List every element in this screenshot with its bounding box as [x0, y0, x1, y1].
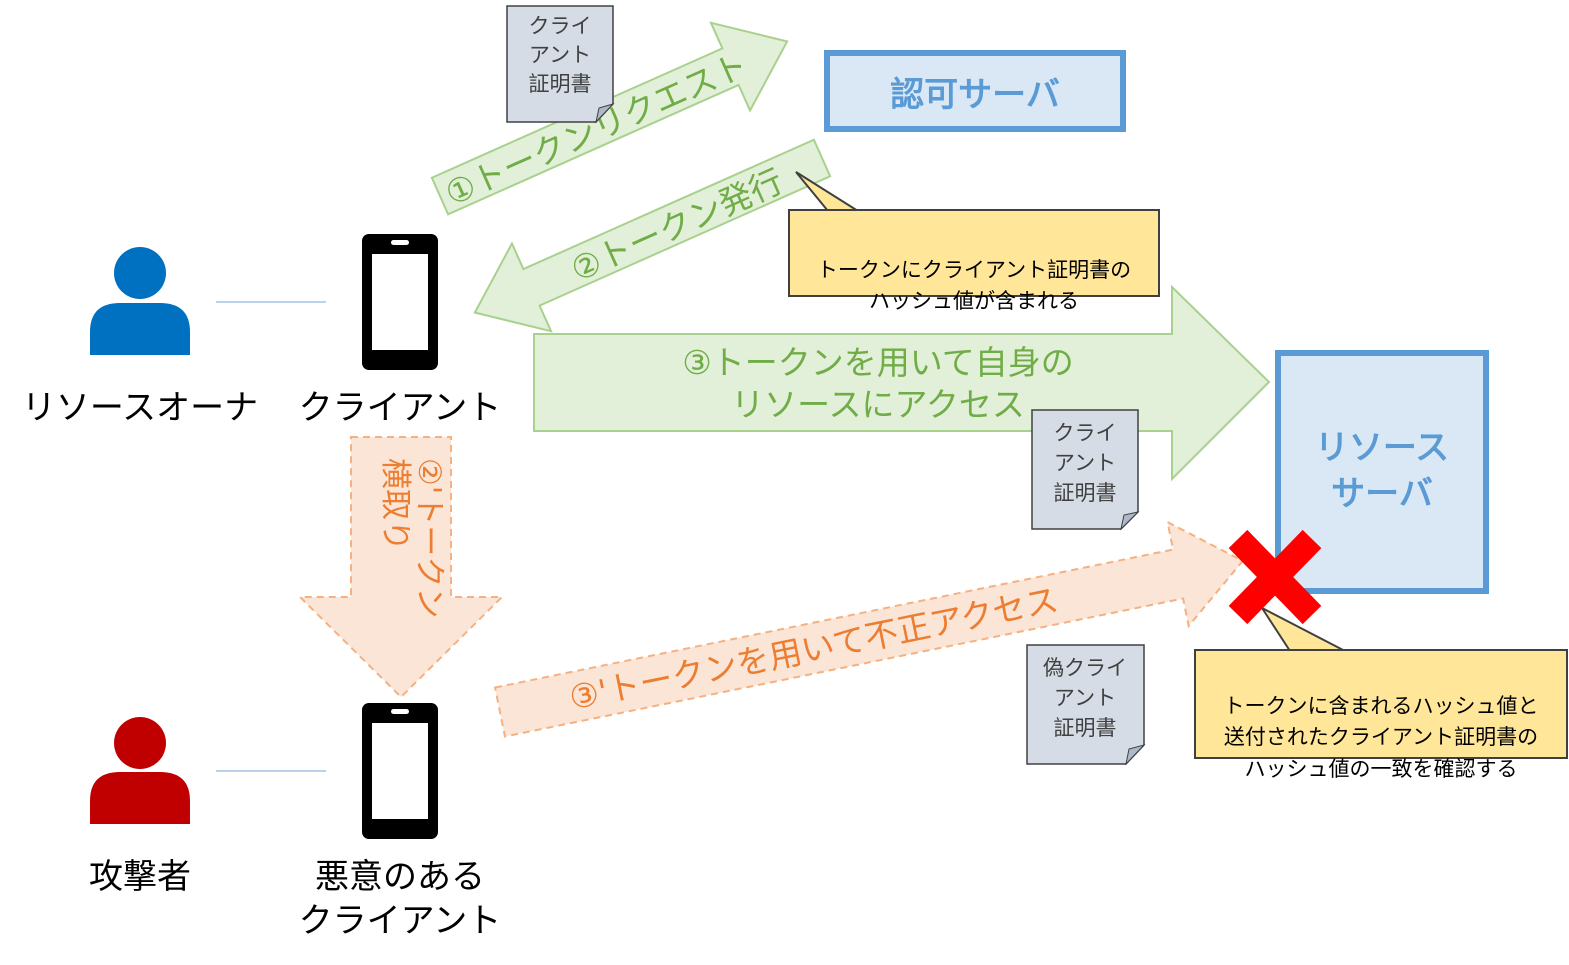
smartphone-icon [362, 703, 438, 839]
token-theft-arrow: ②'トークン 横取り [297, 436, 505, 699]
token-issue-label: ②トークン発行 [565, 161, 789, 289]
client-label: クライアント [298, 388, 502, 428]
doc-line: 証明書 [1054, 481, 1117, 505]
document-icon: クライ アント 証明書 [506, 5, 615, 124]
verify-hash-note: トークンに含まれるハッシュ値と 送付されたクライアント証明書の ハッシュ値の一致… [1194, 649, 1568, 781]
auth-server-label: 認可サーバ [890, 74, 1060, 115]
doc-line: アント [1054, 451, 1116, 475]
auth-server-box: 認可サーバ [824, 50, 1126, 132]
resource-access-label-line1: ③トークンを用いて自身の [682, 343, 1074, 382]
token-hash-note-text: トークンにクライアント証明書の ハッシュ値が含まれる [816, 257, 1132, 314]
smartphone-icon [362, 234, 438, 370]
doc-line: 証明書 [1054, 716, 1117, 740]
doc-line: 偽クライ [1043, 656, 1127, 680]
resource-server-label: リソース サーバ [1314, 428, 1450, 514]
resource-owner-label: リソースオーナ [21, 388, 259, 428]
fraud-access-label: ③'トークンを用いて不正アクセス [566, 580, 1062, 718]
doc-line: クライ [1054, 421, 1117, 445]
doc-line: 証明書 [529, 72, 592, 96]
attacker-label: 攻撃者 [89, 857, 191, 897]
token-hash-note: トークンにクライアント証明書の ハッシュ値が含まれる [788, 209, 1160, 313]
person-icon [90, 247, 190, 355]
document-icon: クライ アント 証明書 [1031, 409, 1140, 531]
token-theft-label-line1: ②'トークン [411, 458, 447, 618]
resource-access-label-line2: リソースにアクセス [731, 385, 1025, 424]
resource-server-box: リソース サーバ [1275, 350, 1489, 594]
document-icon: 偽クライ アント 証明書 [1026, 644, 1146, 766]
token-theft-label-line2: 横取り [377, 458, 413, 551]
person-icon [90, 717, 190, 824]
doc-line: アント [529, 43, 591, 67]
doc-line: クライ [529, 14, 592, 38]
verify-hash-note-text: トークンに含まれるハッシュ値と 送付されたクライアント証明書の ハッシュ値の一致… [1223, 693, 1539, 781]
doc-line: アント [1054, 686, 1116, 710]
malicious-client-label: 悪意のある クライアント [298, 857, 502, 941]
cross-mark-icon [1228, 529, 1322, 625]
